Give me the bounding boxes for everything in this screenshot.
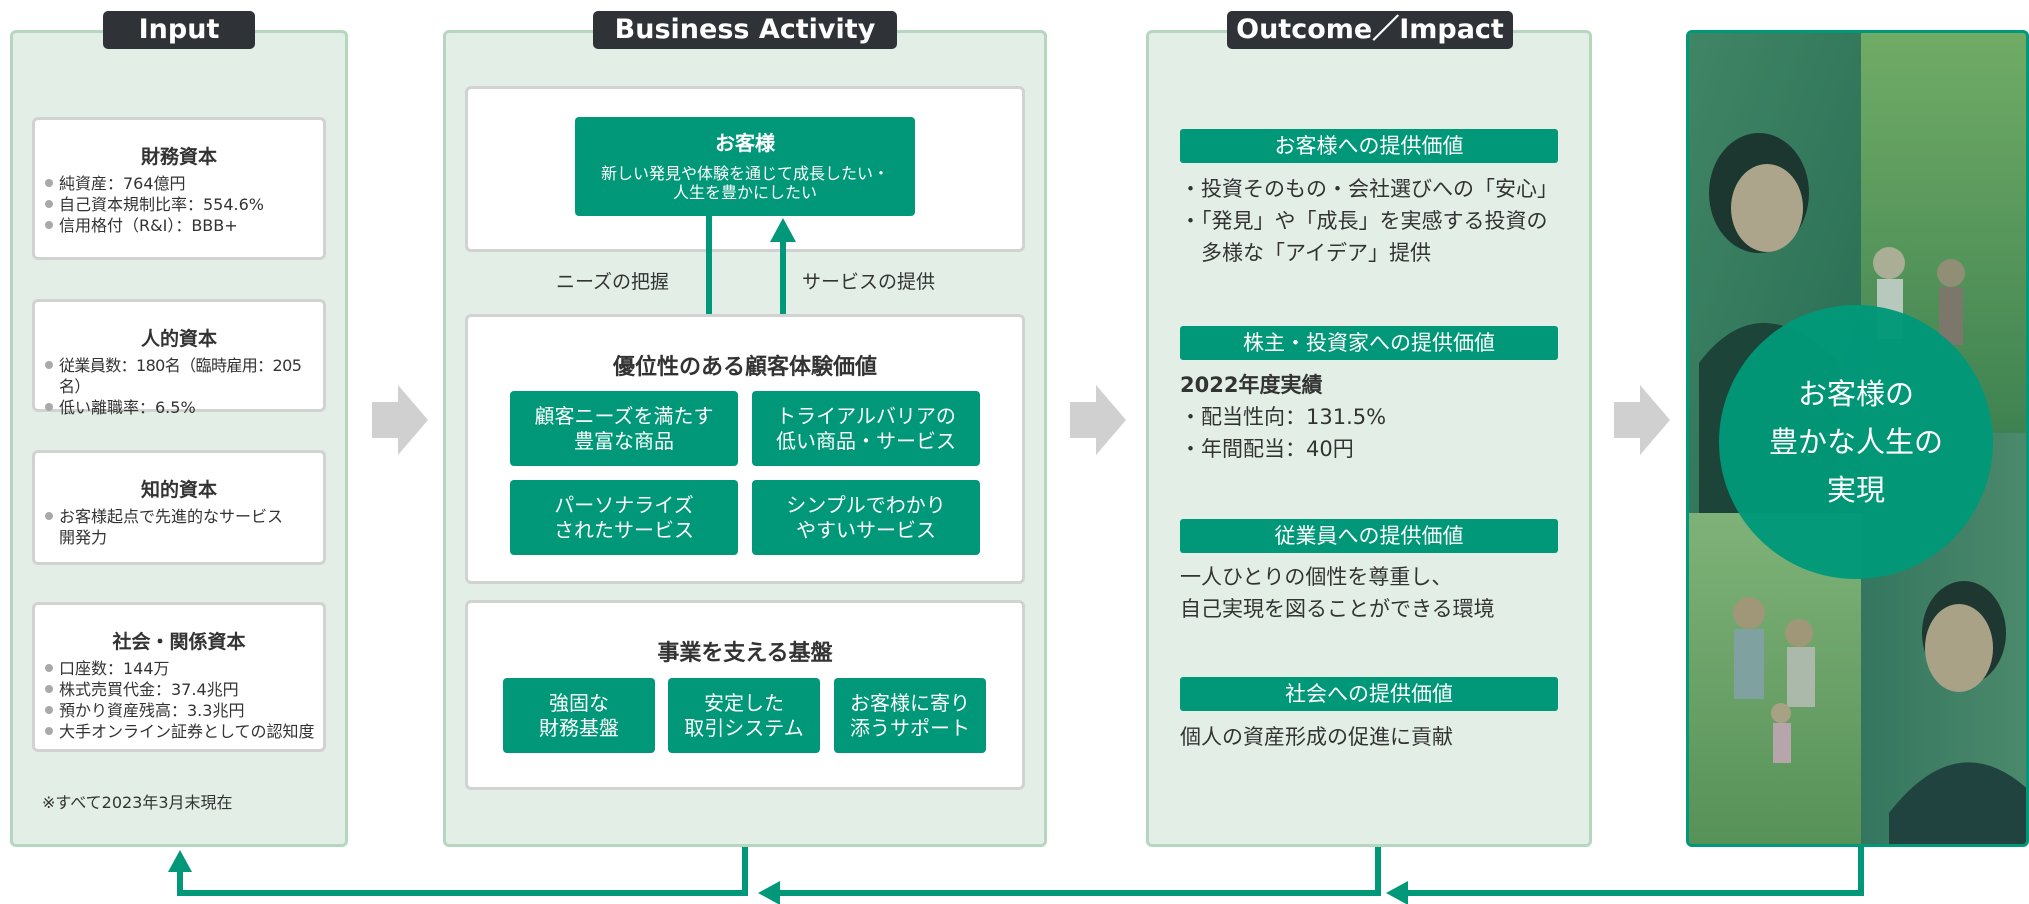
chevron-right-icon [372,385,428,455]
outcome-section-title: 社会への提供価値 [1180,677,1558,711]
outcome-section-title: お客様への提供価値 [1180,129,1558,163]
capital-item: 預かり資産残高：3.3兆円 [45,700,323,721]
box-line: 安定した [704,690,784,715]
impact-circle [1719,305,1993,579]
advantage-box: シンプルでわかり やすいサービス [752,480,980,555]
box-line: 添うサポート [850,715,970,740]
input-note: ※すべて2023年3月末現在 [42,793,233,812]
capital-item: 従業員数：180名（臨時雇用：205名） [45,355,323,397]
box-line: 財務基盤 [539,715,619,740]
customer-desc-line2: 人生を豊かにしたい [672,183,817,202]
foundation-box: お客様に寄り 添うサポート [834,678,986,753]
business-tab: Business Activity [593,11,897,49]
impact-text: お客様の 豊かな人生の 実現 [1719,305,1993,579]
box-line: お客様に寄り [850,690,970,715]
box-line: やすいサービス [796,517,936,542]
capital-title: 財務資本 [140,146,217,168]
capital-card-financial: 財務資本 純資産：764億円 自己資本規制比率：554.6% 信用格付（R&I）… [32,117,326,260]
feedback-arrow [168,847,748,896]
capital-item: お客様起点で先進的なサービス開発力 [45,506,323,548]
capital-item: 低い離職率：6.5% [45,397,323,418]
capital-card-human: 人的資本 従業員数：180名（臨時雇用：205名） 低い離職率：6.5% [32,299,326,417]
foundation-box: 安定した 取引システム [668,678,820,753]
service-label: サービスの提供 [802,271,936,293]
customer-panel [465,86,1025,252]
box-line: パーソナライズ [554,492,694,517]
impact-line: 豊かな人生の [1768,425,1943,459]
outcome-line: 2022年度実績 [1180,373,1323,397]
impact-line: お客様の [1797,377,1914,411]
box-line: トライアルバリアの [776,403,956,428]
capital-title: 知的資本 [140,479,217,501]
box-line: されたサービス [554,517,694,542]
capital-card-intellectual: 知的資本 お客様起点で先進的なサービス開発力 [32,450,326,565]
outcome-line: ・配当性向：131.5% [1180,405,1387,429]
customer-box: お客様 新しい発見や体験を通じて成長したい・ 人生を豊かにしたい [575,117,915,216]
outcome-line: 個人の資産形成の促進に貢献 [1180,725,1453,749]
box-line: 豊富な商品 [574,428,674,453]
box-line: 低い商品・サービス [776,428,956,453]
capital-title: 人的資本 [140,328,217,350]
outcome-line: 一人ひとりの個性を尊重し、 [1180,565,1453,589]
outcome-section-title: 従業員への提供価値 [1180,519,1558,553]
advantage-box: トライアルバリアの 低い商品・サービス [752,391,980,466]
capital-item: 自己資本規制比率：554.6% [45,194,323,215]
capital-item: 株式売買代金：37.4兆円 [45,679,323,700]
box-line: 強固な [549,690,609,715]
advantage-box: 顧客ニーズを満たす 豊富な商品 [510,391,738,466]
needs-label: ニーズの把握 [556,271,670,293]
outcome-section-text: 2022年度実績 ・配当性向：131.5% ・年間配当：40円 [1180,369,1580,465]
feedback-arrow [758,847,1381,904]
outcome-line: 自己実現を図ることができる環境 [1180,597,1495,621]
chevron-right-icon [1070,385,1126,455]
outcome-line: 多様な「アイデア」提供 [1180,241,1431,265]
capital-item: 口座数：144万 [45,658,323,679]
capital-item: 大手オンライン証券としての認知度 [45,721,323,742]
capital-item: 純資産：764億円 [45,173,323,194]
outcome-section-text: 一人ひとりの個性を尊重し、 自己実現を図ることができる環境 [1180,561,1580,625]
outcome-tab: Outcome／Impact [1227,11,1513,49]
outcome-line: ・投資そのもの・会社選びへの「安心」 [1180,177,1558,201]
outcome-section-text: ・投資そのもの・会社選びへの「安心」 ・「発見」や「成長」を実感する投資の 多様… [1180,173,1580,269]
outcome-section-title: 株主・投資家への提供価値 [1180,326,1558,360]
box-line: 取引システム [684,715,804,740]
advantage-title: 優位性のある顧客体験価値 [612,355,877,380]
box-line: シンプルでわかり [786,492,946,517]
foundation-title: 事業を支える基盤 [657,641,833,666]
outcome-section-text: 個人の資産形成の促進に貢献 [1180,721,1580,753]
customer-title: お客様 [715,131,775,155]
impact-line: 実現 [1826,473,1885,507]
chevron-right-icon [1614,385,1670,455]
foundation-box: 強固な 財務基盤 [503,678,655,753]
advantage-box: パーソナライズ されたサービス [510,480,738,555]
up-arrow-icon [770,218,796,342]
feedback-arrow [1386,847,1864,904]
box-line: 顧客ニーズを満たす [534,403,714,428]
outcome-line: ・年間配当：40円 [1180,437,1354,461]
capital-title: 社会・関係資本 [112,631,246,653]
input-tab: Input [103,11,255,49]
capital-card-social: 社会・関係資本 口座数：144万 株式売買代金：37.4兆円 預かり資産残高：3… [32,602,326,752]
customer-desc-line1: 新しい発見や体験を通じて成長したい・ [600,164,889,183]
capital-item: 信用格付（R&I）：BBB+ [45,215,323,236]
outcome-line: ・「発見」や「成長」を実感する投資の [1180,209,1548,233]
